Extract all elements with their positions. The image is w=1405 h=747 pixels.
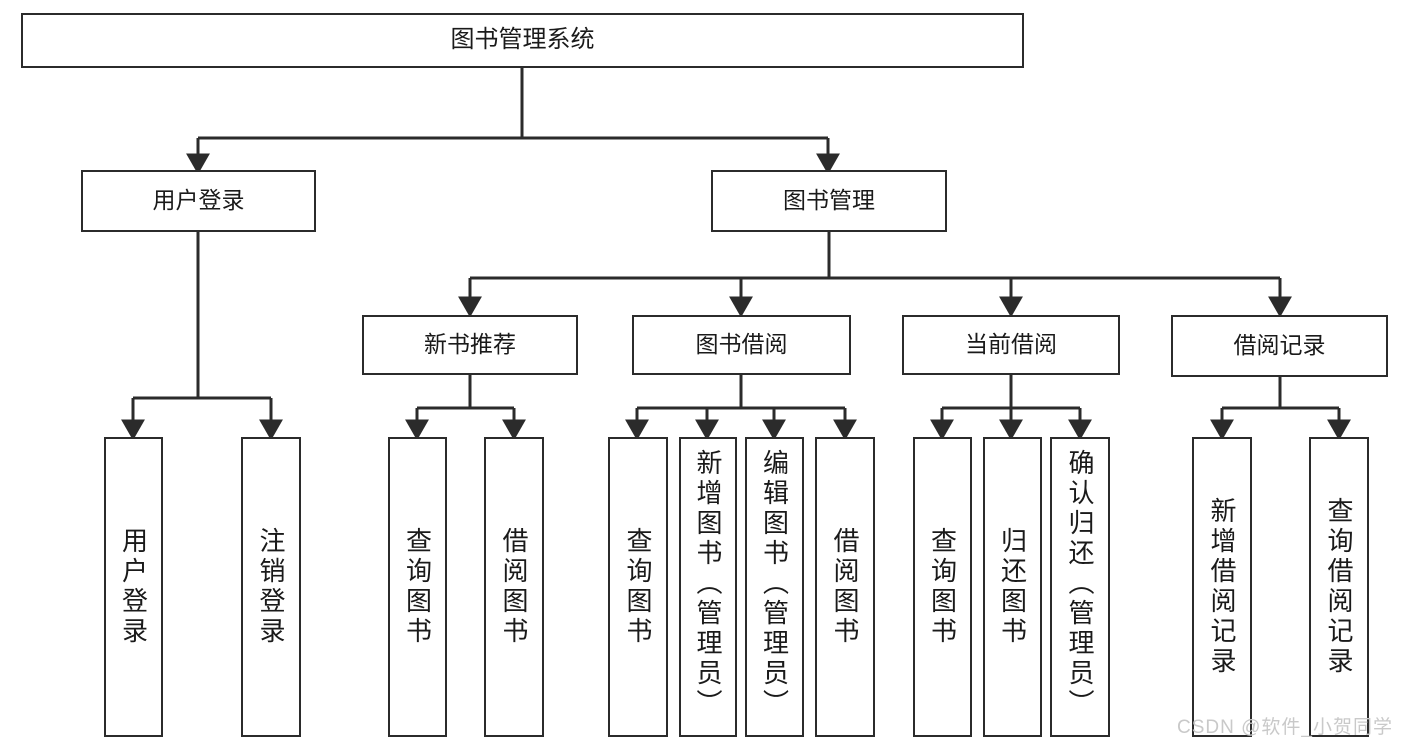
node-label: 用户登录 [118,527,149,647]
node-leaf-borrow-book-1[interactable]: 借阅图书 [484,437,544,737]
node-label: 借阅记录 [1233,332,1326,359]
node-label: 图书管理系统 [450,26,595,54]
node-book-management[interactable]: 图书管理 [711,170,947,232]
node-new-book-recommend[interactable]: 新书推荐 [362,315,578,375]
node-label: 新书推荐 [424,331,516,358]
node-label: 查询图书 [402,527,433,647]
node-leaf-borrow-book-2[interactable]: 借阅图书 [815,437,875,737]
node-label: 编辑图书（管理员） [759,449,790,719]
node-leaf-query-book-2[interactable]: 查询图书 [608,437,668,737]
node-leaf-return-book[interactable]: 归还图书 [983,437,1042,737]
node-leaf-add-record[interactable]: 新增借阅记录 [1192,437,1252,737]
node-current-borrow[interactable]: 当前借阅 [902,315,1120,375]
node-leaf-query-record[interactable]: 查询借阅记录 [1309,437,1369,737]
watermark-text: CSDN @软件_小贺同学 [1177,717,1393,738]
node-leaf-logout-login[interactable]: 注销登录 [241,437,301,737]
node-leaf-add-book[interactable]: 新增图书（管理员） [679,437,737,737]
node-label: 图书管理 [783,187,875,214]
node-label: 借阅图书 [830,527,860,647]
node-label: 新增图书（管理员） [693,449,723,719]
node-label: 注销登录 [256,527,286,647]
node-borrow-record[interactable]: 借阅记录 [1171,315,1388,377]
node-label: 借阅图书 [499,527,529,647]
node-label: 归还图书 [997,527,1028,647]
node-book-management-system[interactable]: 图书管理系统 [21,13,1024,68]
node-label: 确认归还（管理员） [1065,449,1095,719]
node-leaf-user-login[interactable]: 用户登录 [104,437,163,737]
node-leaf-query-book-1[interactable]: 查询图书 [388,437,447,737]
node-label: 查询图书 [927,527,958,647]
node-user-login[interactable]: 用户登录 [81,170,316,232]
node-label: 查询图书 [623,527,653,647]
node-leaf-edit-book[interactable]: 编辑图书（管理员） [745,437,804,737]
node-label: 当前借阅 [965,331,1057,358]
node-label: 查询借阅记录 [1324,497,1354,677]
node-leaf-query-book-3[interactable]: 查询图书 [913,437,972,737]
node-label: 新增借阅记录 [1207,497,1237,677]
node-leaf-confirm-return[interactable]: 确认归还（管理员） [1050,437,1110,737]
node-label: 图书借阅 [695,331,788,358]
node-label: 用户登录 [152,187,245,214]
node-book-borrow[interactable]: 图书借阅 [632,315,851,375]
